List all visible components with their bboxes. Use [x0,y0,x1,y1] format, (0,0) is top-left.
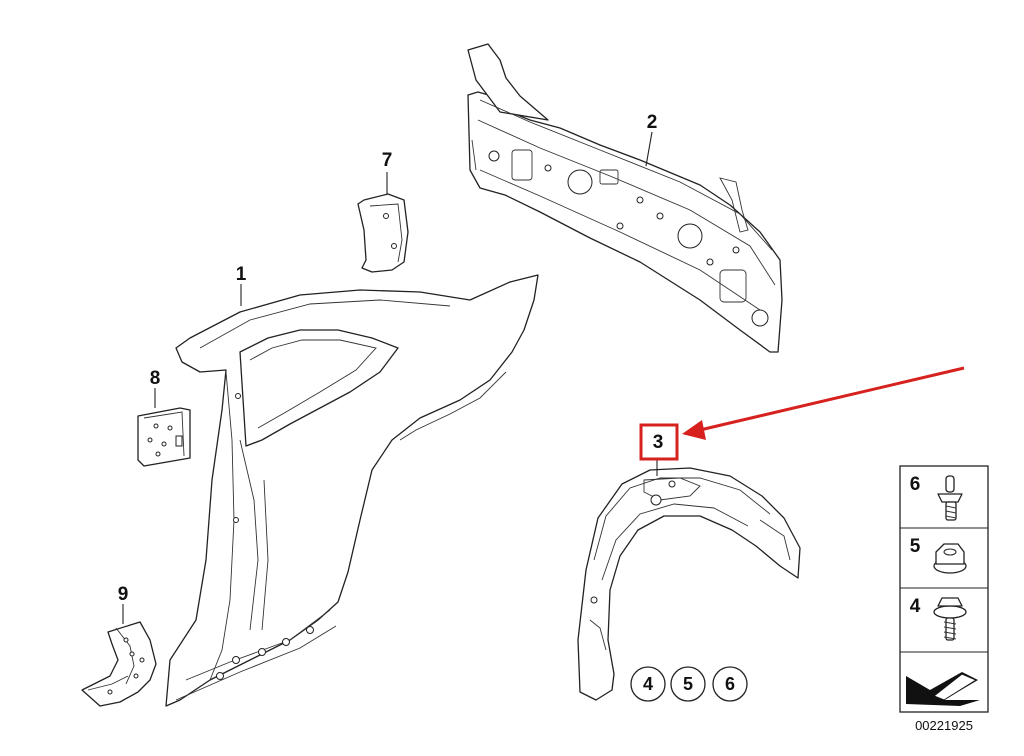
callout-2: 2 [647,112,658,133]
callout-8: 8 [150,368,161,389]
highlight-arrow-line [699,366,965,432]
part-bracket-9 [81,604,157,707]
group-circle-1-label: 4 [643,674,653,694]
highlight-box [639,423,679,461]
group-circle-2 [670,666,706,702]
group-circles: 4 5 6 [630,666,748,702]
callout-labels: 1 2 7 8 9 3 [118,112,664,605]
screw-with-washer-icon [933,597,967,641]
arrow-right-icon [906,672,980,706]
legend-label-6: 6 [910,474,921,495]
callout-9: 9 [118,584,129,605]
group-circle-1 [630,666,666,702]
legend-label-5: 5 [910,536,921,557]
bolt-icon [937,475,963,521]
group-circle-2-label: 5 [683,674,693,694]
callout-3: 3 [653,432,664,453]
callout-1: 1 [236,264,247,285]
part-side-panel [165,274,539,707]
part-wheel-arch-liner [577,460,801,701]
highlight-annotation [639,366,965,461]
diagram-number: 00221925 [915,718,973,733]
part-plate-8 [137,388,191,467]
group-circle-3 [712,666,748,702]
callout-7: 7 [382,150,393,171]
fastener-legend: 6 5 4 [899,465,989,713]
highlight-arrow-head [682,420,706,440]
nut-icon [933,543,967,574]
part-bracket-7 [357,172,409,273]
group-circle-3-label: 6 [725,674,735,694]
part-rear-panel [467,43,783,353]
legend-label-4: 4 [910,596,921,617]
